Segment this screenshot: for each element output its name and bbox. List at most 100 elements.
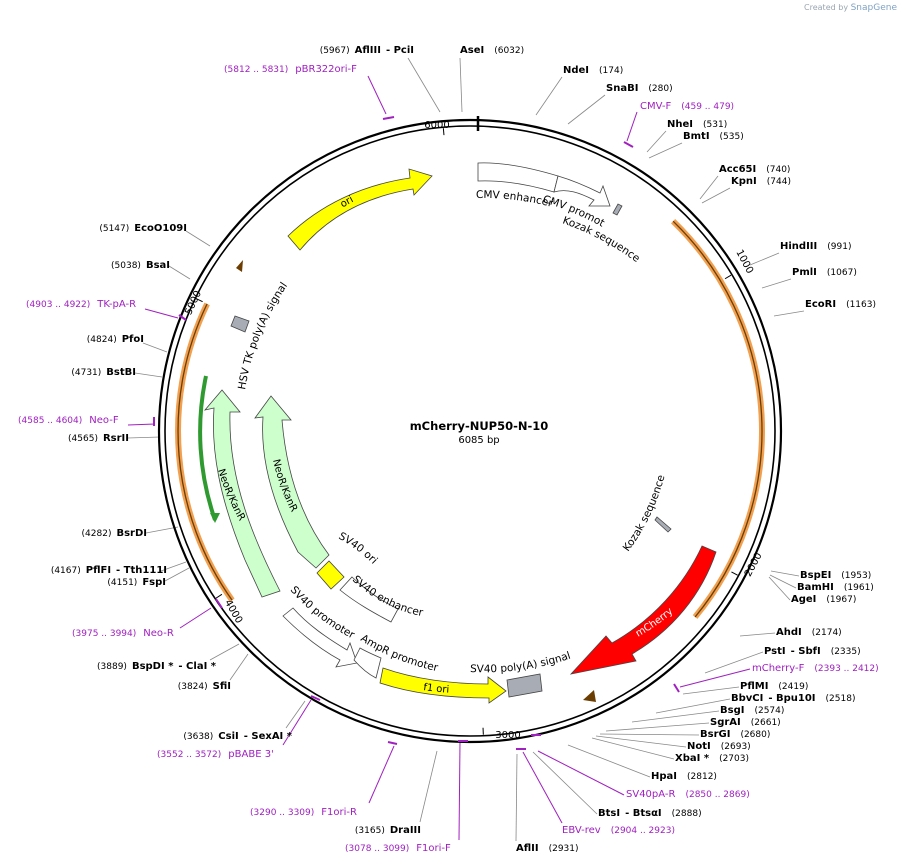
tick-label: 3000 (495, 730, 520, 741)
plasmid-length: 6085 bp (458, 435, 499, 446)
label-leader-lines (127, 57, 805, 842)
enzyme-position: (2812) (687, 772, 717, 782)
enzyme-label: (4565)RsrII (68, 433, 129, 444)
neo-inner-arc (198, 375, 217, 521)
enzyme-leader-line (605, 722, 710, 732)
enzyme-leader-line (699, 175, 719, 200)
primer-binding-mark (382, 116, 395, 120)
enzyme-name: HindIII (780, 241, 817, 252)
enzyme-label: NheI(531) (667, 119, 727, 130)
primer-label: (5812 .. 5831)pBR322ori-F (224, 64, 357, 75)
enzyme-position: (2693) (721, 742, 751, 752)
enzyme-leader-line (459, 57, 463, 113)
primer-range: (2393 .. 2412) (814, 664, 878, 674)
primer-leader-line (367, 75, 387, 115)
enzyme-leader-line (567, 744, 651, 778)
feature-label: SV40 ori (337, 530, 380, 566)
enzyme-position: (535) (720, 132, 744, 142)
feature-label: Kozak sequence (621, 474, 668, 554)
primer-name: mCherry-F (752, 663, 805, 674)
primer-range: (5812 .. 5831) (224, 65, 288, 75)
primer-name: TK-pA-R (96, 299, 136, 310)
enzyme-position: (2419) (778, 682, 808, 692)
feature-label-path: f1 ori (423, 682, 450, 696)
feature-label-path: Kozak sequence (621, 474, 668, 554)
primer-name: SV40pA-R (626, 789, 675, 800)
enzyme-leader-line (591, 737, 675, 760)
cmv-promoter-arrow (553, 175, 611, 207)
primer-binding-mark (178, 314, 187, 321)
backbone-outer-circle (157, 118, 783, 744)
enzyme-position: (2680) (740, 730, 770, 740)
enzyme-name: SgrAI (710, 717, 741, 728)
enzyme-position: (3889) (97, 662, 127, 672)
enzyme-label: (4824)PfoI (87, 334, 144, 345)
enzyme-leader-line (739, 632, 776, 637)
hsv-tk-box (230, 315, 250, 333)
ori-arrow (287, 168, 433, 251)
enzyme-position: (4565) (68, 434, 98, 444)
enzyme-label: SnaBI(280) (606, 83, 673, 94)
primer-leader-line (522, 751, 563, 824)
primer-leader-line (679, 668, 751, 688)
feature-label-path: SV40 poly(A) signal (470, 650, 572, 676)
enzyme-name: PfoI (122, 334, 144, 345)
feature-label: SV40 poly(A) signal (470, 650, 572, 676)
enzyme-label: (4731)BstBI (71, 367, 136, 378)
enzyme-name: BspEI (800, 570, 831, 581)
enzyme-leader-line (164, 567, 190, 582)
backbone-inner-circle (164, 125, 776, 737)
enzyme-label: AgeI(1967) (791, 594, 856, 605)
neo-orf-outline-core (177, 303, 233, 601)
enzyme-label: PstI- SbfI(2335) (764, 646, 861, 657)
enzyme-label: AhdI(2174) (776, 627, 842, 638)
enzyme-leader-line (749, 252, 780, 266)
enzyme-position: (6032) (494, 46, 524, 56)
enzyme-leader-line (145, 526, 179, 534)
enzyme-position: (2661) (751, 718, 781, 728)
enzyme-name: AflII (516, 843, 539, 854)
primer-name: F1ori-F (416, 843, 451, 854)
enzyme-position: (2703) (719, 754, 749, 764)
enzyme-leader-line (532, 751, 598, 815)
tick-label: 2000 (743, 551, 765, 579)
enzyme-position: (3165) (355, 826, 385, 836)
backbone (157, 116, 783, 744)
enzyme-label: NdeI(174) (563, 65, 623, 76)
cmv-enhancer-arrow (477, 162, 559, 193)
enzyme-name: CsiI (218, 731, 238, 742)
primer-range: (2904 .. 2923) (611, 826, 675, 836)
primer-label: (4903 .. 4922)TK-pA-R (26, 299, 136, 310)
sv40-promoter-arrow (282, 607, 358, 668)
neo-green-arrow-1 (203, 389, 281, 598)
enzyme-label: BamHI(1961) (797, 582, 874, 593)
enzyme-name: KpnI (731, 176, 757, 187)
mcherry-orf-outline (671, 219, 765, 619)
enzyme-label: NotI(2693) (687, 741, 751, 752)
enzyme-leader-line (209, 643, 240, 661)
primer-label: EBV-rev(2904 .. 2923) (562, 825, 675, 836)
primer-leader-line (458, 741, 461, 841)
enzyme-label: AflII(2931) (516, 843, 579, 854)
amppr-promoter-arrow (353, 647, 382, 679)
kozak1-box (612, 203, 623, 216)
enzyme-label: (5967)AflIII- PciI (320, 45, 414, 56)
f1-ori-arrow (379, 667, 507, 704)
enzyme-position: (2574) (754, 706, 784, 716)
enzyme-name: BstBI (106, 367, 136, 378)
enzyme-name-2: - Bpu10I (768, 693, 815, 704)
enzyme-leader-line (770, 570, 800, 577)
enzyme-name: BsaI (146, 260, 170, 271)
enzyme-name: PflFI (86, 565, 111, 576)
enzyme-name: HpaI (651, 771, 677, 782)
enzyme-label: BspEI(1953) (800, 570, 871, 581)
feature-label: HSV TK poly(A) signal (236, 280, 290, 390)
enzyme-leader-line (595, 735, 687, 748)
enzyme-name-2: - SexAI * (244, 731, 293, 742)
enzyme-name: FspI (142, 577, 166, 588)
enzyme-name: BmtI (683, 131, 710, 142)
enzyme-label: (3824)SfiI (178, 681, 231, 692)
enzyme-leader-line (761, 278, 792, 289)
enzyme-leader-line (704, 651, 764, 674)
